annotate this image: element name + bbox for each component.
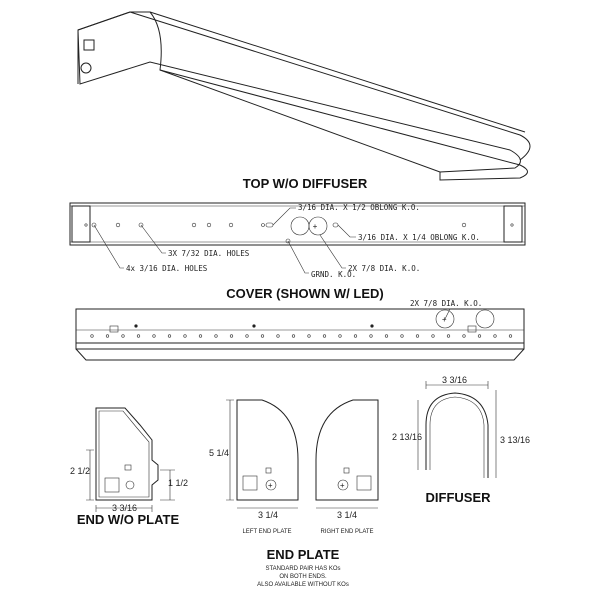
- mounting-hole: [252, 324, 256, 328]
- led-dot: [183, 334, 187, 338]
- title-end-wo-plate: END W/O PLATE: [77, 512, 180, 527]
- title-top: TOP W/O DIFFUSER: [243, 176, 368, 191]
- led-dot: [105, 334, 110, 338]
- led-dot: [260, 334, 265, 338]
- dim-right-plate-width: 3 1/4: [337, 510, 357, 520]
- led-dot: [152, 334, 156, 338]
- title-diffuser: DIFFUSER: [426, 490, 492, 505]
- svg-text:+: +: [442, 315, 447, 324]
- led-dot: [121, 334, 125, 338]
- led-dot: [245, 334, 249, 338]
- top-plan-view: + 3/16 DIA. X 1/2 OBLONG K.O. 3/16 DIA. …: [69, 202, 526, 279]
- led-dot: [384, 334, 389, 338]
- note-line-3: ALSO AVAILABLE WITHOUT KOs: [257, 582, 349, 588]
- knockout-circle: [80, 62, 92, 74]
- label-right-end-plate: RIGHT END PLATE: [320, 529, 373, 535]
- led-dot: [462, 334, 466, 338]
- led-dot: [291, 334, 296, 338]
- cover-view: COVER (SHOWN W/ LED) 2X 7/8 DIA. K.O. +: [75, 286, 525, 361]
- dim-plate-height: 5 1/4: [209, 448, 229, 458]
- title-cover: COVER (SHOWN W/ LED): [226, 286, 383, 301]
- led-dot: [477, 334, 482, 338]
- end-plates-view: + 5 1/4 3 1/4 LEFT END PLATE + 3 1/4 RIG…: [209, 399, 379, 535]
- end-plate-notes: END PLATE STANDARD PAIR HAS KOs ON BOTH …: [257, 547, 349, 588]
- led-dot: [307, 334, 311, 338]
- dim-diffuser-right: 3 13/16: [500, 435, 530, 445]
- led-dot: [431, 334, 435, 338]
- mounting-hole: [134, 324, 138, 328]
- svg-text:+: +: [313, 222, 318, 231]
- callout-cover-ko: 2X 7/8 DIA. K.O.: [410, 299, 482, 308]
- callout-oblong-half: 3/16 DIA. X 1/2 OBLONG K.O.: [298, 203, 420, 212]
- led-dot: [353, 334, 358, 338]
- dim-diffuser-left: 2 13/16: [392, 432, 422, 442]
- svg-text:+: +: [340, 481, 345, 490]
- led-dot: [90, 334, 94, 338]
- led-dot: [446, 334, 451, 338]
- led-dot: [369, 334, 373, 338]
- led-dot: [493, 334, 497, 338]
- led-dot: [214, 334, 218, 338]
- callout-holes-7-32: 3X 7/32 DIA. HOLES: [168, 249, 250, 258]
- end-wo-plate-view: 2 1/2 1 1/2 3 3/16 END W/O PLATE: [70, 407, 188, 527]
- led-dot: [508, 334, 513, 338]
- diffuser-view: 3 3/16 2 13/16 3 13/16 DIFFUSER: [392, 375, 530, 505]
- led-dot: [198, 334, 203, 338]
- note-line-2: ON BOTH ENDS.: [279, 574, 327, 580]
- led-dot: [167, 334, 172, 338]
- led-dot: [276, 334, 280, 338]
- led-dot: [415, 334, 420, 338]
- led-dot: [136, 334, 141, 338]
- dim-diffuser-width: 3 3/16: [442, 375, 467, 385]
- dim-end-width: 3 3/16: [112, 503, 137, 513]
- callout-ko-7-8: 2X 7/8 DIA. K.O.: [348, 264, 420, 273]
- dim-end-notch: 1 1/2: [168, 478, 188, 488]
- callout-oblong-quarter: 3/16 DIA. X 1/4 OBLONG K.O.: [358, 233, 480, 242]
- led-dot: [229, 334, 234, 338]
- callout-holes-3-16: 4x 3/16 DIA. HOLES: [126, 264, 208, 273]
- dim-left-plate-width: 3 1/4: [258, 510, 278, 520]
- led-dot: [400, 334, 404, 338]
- dim-end-height: 2 1/2: [70, 466, 90, 476]
- knockout-square: [83, 39, 95, 51]
- note-line-1: STANDARD PAIR HAS KOs: [265, 566, 340, 572]
- label-left-end-plate: LEFT END PLATE: [242, 529, 291, 535]
- fixture-perspective: TOP W/O DIFFUSER: [77, 11, 531, 191]
- callout-grnd: GRND. K.O.: [311, 270, 356, 279]
- title-end-plate: END PLATE: [267, 547, 340, 562]
- led-dot: [338, 334, 342, 338]
- led-dot: [322, 334, 327, 338]
- svg-text:+: +: [268, 481, 273, 490]
- mounting-hole: [370, 324, 374, 328]
